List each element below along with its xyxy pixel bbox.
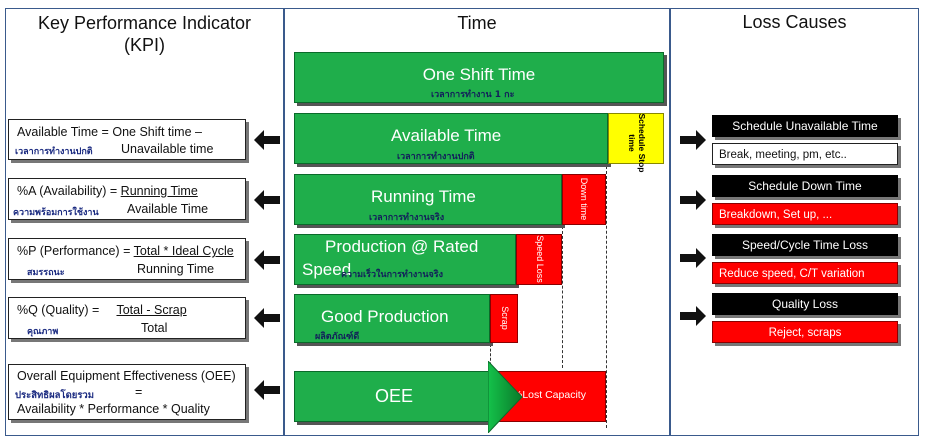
kpi-quality: %Q (Quality) = Total - Scrap คุณภาพ Tota…	[8, 297, 246, 339]
arrow-right-icon	[680, 190, 706, 210]
kpi-formula-bottom: Available Time	[127, 202, 209, 216]
loss-panel	[670, 8, 919, 436]
arrow-left-icon	[254, 308, 280, 328]
kpi-formula-bottom: Running Time	[137, 262, 215, 276]
kpi-performance: %P (Performance) = Total * Ideal Cycle ส…	[8, 238, 246, 280]
kpi-availability: %A (Availability) = Running Time ความพร้…	[8, 178, 246, 220]
kpi-name: %Q (Quality)	[17, 303, 89, 317]
loss-title: Schedule Down Time	[712, 175, 898, 197]
loss-detail: Reduce speed, C/T variation	[712, 262, 898, 284]
arrow-right-icon	[680, 306, 706, 326]
kpi-eq: =	[101, 125, 109, 139]
kpi-header: Key Performance Indicator (KPI)	[5, 12, 284, 56]
oee-arrow-icon	[488, 361, 523, 433]
bar-label: One Shift Time	[422, 65, 536, 84]
arrow-left-icon	[254, 190, 280, 210]
dashed-line-good	[490, 344, 491, 370]
kpi-thai: คุณภาพ	[27, 326, 59, 336]
bar-running-time: Running Time เวลาการทำงานจริง	[294, 174, 562, 225]
arrow-right-icon	[680, 248, 706, 268]
bar-one-shift-time: One Shift Time เวลาการทำงาน 1 กะ	[294, 52, 664, 103]
loss-label: Speed Loss	[535, 235, 545, 283]
dashed-line-schedule	[606, 166, 607, 428]
kpi-thai: สมรรถนะ	[27, 267, 65, 277]
loss-detail: Breakdown, Set up, ...	[712, 203, 898, 225]
arrow-right-icon	[680, 130, 706, 150]
bar-thai: เวลาการทำงานปกติ	[397, 152, 475, 162]
arrow-left-icon	[254, 380, 280, 400]
bar-good-production: Good Production ผลิตภัณฑ์ดี	[294, 294, 490, 343]
loss-label: Down time	[579, 177, 589, 221]
kpi-name: %A (Availability)	[17, 184, 107, 198]
loss-schedule-stop-time: Schedule Stop time	[608, 113, 664, 173]
dashed-line-running	[562, 226, 563, 368]
kpi-available-time: Available Time = One Shift time – เวลากา…	[8, 119, 246, 160]
time-header: Time	[457, 13, 497, 33]
loss-title: Speed/Cycle Time Loss	[712, 234, 898, 256]
kpi-thai: ความพร้อมการใช้งาน	[13, 207, 99, 217]
kpi-formula-top: Total * Ideal Cycle	[133, 244, 234, 258]
kpi-header-line1: Key Performance Indicator	[37, 13, 252, 33]
arrow-left-icon	[254, 130, 280, 150]
kpi-header-line2: (KPI)	[123, 35, 165, 55]
loss-title: Quality Loss	[712, 293, 898, 315]
bar-label: Running Time	[371, 187, 476, 206]
bar-thai: เวลาการทำงานจริง	[369, 213, 445, 223]
loss-label: Schedule Stop time	[627, 113, 647, 173]
loss-scrap: Scrap	[490, 294, 518, 343]
bar-label-line2: Speed	[302, 260, 352, 279]
loss-title: Schedule Unavailable Time	[712, 115, 898, 137]
kpi-formula-top: Running Time	[120, 184, 198, 198]
kpi-eq: =	[123, 244, 131, 258]
loss-label: Scrap	[500, 306, 510, 330]
kpi-panel	[5, 8, 284, 436]
kpi-thai: เวลาการทำงานปกติ	[15, 146, 93, 156]
kpi-oee: Overall Equipment Effectiveness (OEE) ปร…	[8, 364, 246, 420]
loss-detail: Reject, scraps	[712, 321, 898, 343]
kpi-formula-bottom: Unavailable time	[121, 142, 214, 156]
loss-speed-loss: Speed Loss	[516, 234, 562, 285]
bar-label: OEE	[375, 386, 414, 406]
kpi-eq: =	[135, 385, 143, 399]
kpi-name: %P (Performance)	[17, 244, 120, 258]
kpi-formula: Availability * Performance * Quality	[17, 402, 210, 416]
bar-thai: ผลิตภัณฑ์ดี	[315, 332, 360, 342]
right-arrows	[680, 130, 706, 326]
kpi-formula-top: One Shift time –	[112, 125, 202, 139]
bar-thai: ความเร็วในการทำงานจริง	[341, 270, 443, 280]
kpi-formula-top: Total - Scrap	[116, 303, 187, 317]
bar-label: Available Time	[391, 126, 502, 145]
kpi-eq: =	[109, 184, 118, 198]
kpi-name: Overall Equipment Effectiveness (OEE)	[17, 369, 236, 383]
left-arrows	[254, 130, 280, 400]
bar-oee: OEE	[294, 371, 490, 422]
loss-detail: Break, meeting, pm, etc..	[712, 143, 898, 165]
time-panel	[284, 8, 670, 436]
bar-thai: เวลาการทำงาน 1 กะ	[431, 90, 515, 100]
kpi-name: Available Time	[17, 125, 99, 139]
bar-label-line1: Production @ Rated	[325, 237, 479, 256]
loss-down-time: Down time	[562, 174, 606, 225]
kpi-eq: =	[92, 303, 100, 317]
arrow-left-icon	[254, 250, 280, 270]
kpi-thai: ประสิทธิผลโดยรวม	[15, 390, 95, 401]
bar-label: Good Production	[321, 307, 449, 326]
kpi-formula-bottom: Total	[141, 321, 168, 335]
bar-production-rated-speed: Production @ Rated Speed ความเร็วในการทำ…	[294, 234, 516, 285]
bar-available-time: Available Time เวลาการทำงานปกติ	[294, 113, 608, 164]
loss-header: Loss Causes	[742, 12, 847, 32]
loss-label: %Lost Capacity	[513, 389, 586, 401]
